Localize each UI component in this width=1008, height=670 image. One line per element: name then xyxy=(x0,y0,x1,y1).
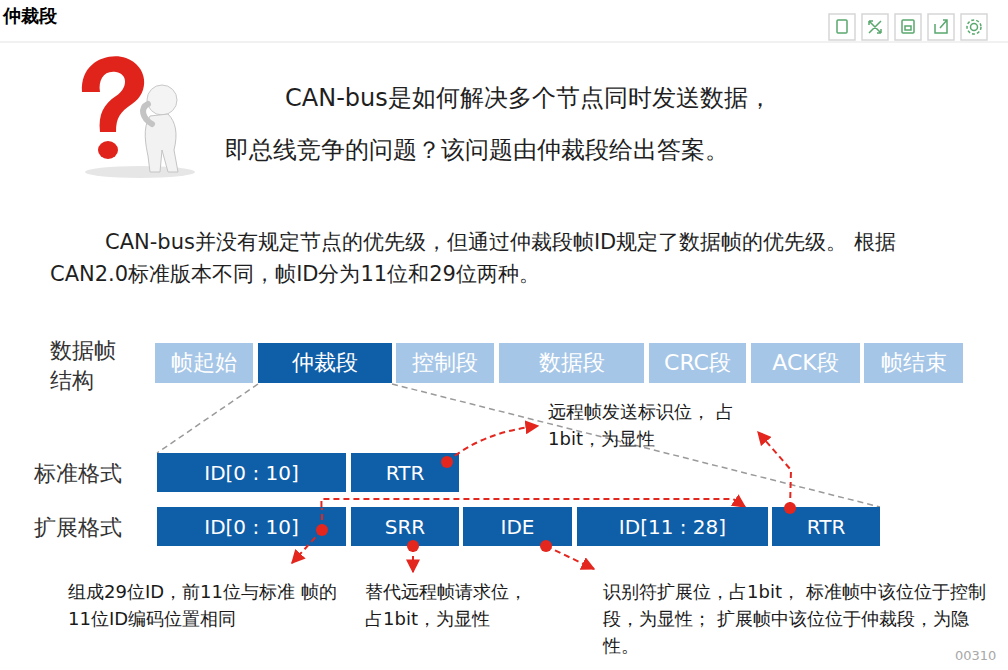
watermark: 00310 xyxy=(955,648,996,664)
header-rule xyxy=(0,42,1008,43)
field-name: ACK段 xyxy=(772,348,838,378)
frame-field: 仲裁段 xyxy=(258,343,392,383)
field-name: ID[11 : 28] xyxy=(619,515,726,539)
dashed-connector xyxy=(321,499,745,507)
row-label: 数据帧 结构 xyxy=(50,336,120,396)
callout-note: 识别符扩展位，占1bit， 标准帧中该位位于控制段，为显性； 扩展帧中该位位于仲… xyxy=(603,578,988,659)
bit-field: RTR xyxy=(351,453,459,492)
frame-field: 控制段 xyxy=(396,343,494,383)
page-title: 仲裁段 xyxy=(3,4,57,28)
question-figure xyxy=(82,56,195,178)
id-field: ID[0 : 10] xyxy=(157,453,346,492)
field-name: 帧结束 xyxy=(881,348,947,378)
bit-field: IDE xyxy=(463,507,572,546)
field-name: IDE xyxy=(501,515,535,539)
field-name: 数据段 xyxy=(539,348,605,378)
frame-field: 数据段 xyxy=(499,343,644,383)
field-name: 控制段 xyxy=(412,348,478,378)
frame-field: 帧结束 xyxy=(864,343,963,383)
field-name: ID[0 : 10] xyxy=(204,461,299,485)
leader-line xyxy=(292,426,791,572)
row-label: 扩展格式 xyxy=(34,513,122,543)
field-name: RTR xyxy=(807,515,846,539)
callout-dot xyxy=(316,456,796,552)
question-text: CAN-bus是如何解决多个节点同时发送数据， xyxy=(285,82,772,114)
frame-field: ACK段 xyxy=(751,343,860,383)
zoom-lines xyxy=(157,384,880,507)
id-field: ID[0 : 10] xyxy=(157,507,346,546)
question-text: 即总线竞争的问题？该问题由仲裁段给出答案。 xyxy=(225,134,729,166)
callout-note: 组成29位ID，前11位与标准 帧的11位ID编码位置相同 xyxy=(68,578,358,632)
callout-note: 替代远程帧请求位， 占1bit，为显性 xyxy=(365,578,550,632)
callout-note: 远程帧发送标识位， 占1bit，为显性 xyxy=(548,398,738,452)
field-name: 帧起始 xyxy=(171,348,237,378)
frame-field: 帧起始 xyxy=(155,343,253,383)
intro-paragraph: CAN-bus并没有规定节点的优先级，但通过仲裁段帧ID规定了数据帧的优先级。 … xyxy=(50,226,930,290)
field-name: RTR xyxy=(386,461,425,485)
field-name: CRC段 xyxy=(664,348,731,378)
toolbar-icons xyxy=(829,14,987,40)
frame-field: CRC段 xyxy=(649,343,746,383)
bit-field: SRR xyxy=(351,507,459,546)
field-name: SRR xyxy=(385,515,426,539)
field-name: ID[0 : 10] xyxy=(204,515,299,539)
row-label: 标准格式 xyxy=(34,459,122,489)
id-field: ID[11 : 28] xyxy=(577,507,768,546)
field-name: 仲裁段 xyxy=(292,348,358,378)
bit-field: RTR xyxy=(772,507,880,546)
